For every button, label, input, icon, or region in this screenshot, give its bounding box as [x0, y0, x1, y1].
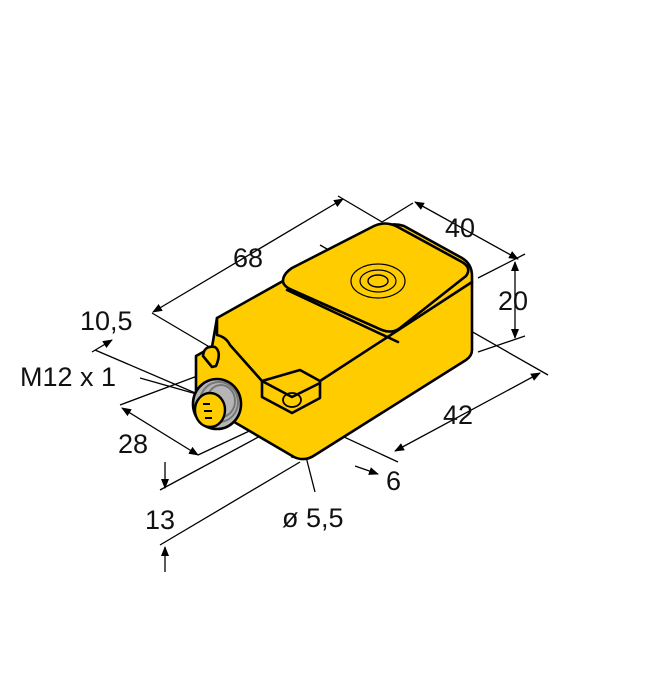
m12-connector: [191, 377, 243, 431]
dim-42-label: 42: [443, 400, 473, 430]
dim-40-line: [414, 201, 519, 260]
dim-68-line: [152, 198, 344, 313]
thread-leader: [139, 377, 201, 396]
dim-28-line: [121, 407, 199, 456]
dim-10-5-label: 10,5: [80, 306, 133, 336]
dim-40-label: 40: [445, 213, 475, 243]
dim-13-label: 13: [145, 505, 175, 535]
sensing-face-target-icon: [350, 263, 406, 299]
mounting-hole: [282, 392, 302, 408]
dim-28-label: 28: [118, 429, 148, 459]
dim-6-label: 6: [386, 466, 401, 496]
dim-42-line: [394, 372, 541, 452]
thread-label: M12 x 1: [20, 362, 116, 392]
sensor-body: [191, 222, 474, 461]
dim-20-label: 20: [498, 286, 528, 316]
dim-68-label: 68: [233, 243, 263, 273]
hole-diameter-label: ø 5,5: [282, 503, 344, 533]
